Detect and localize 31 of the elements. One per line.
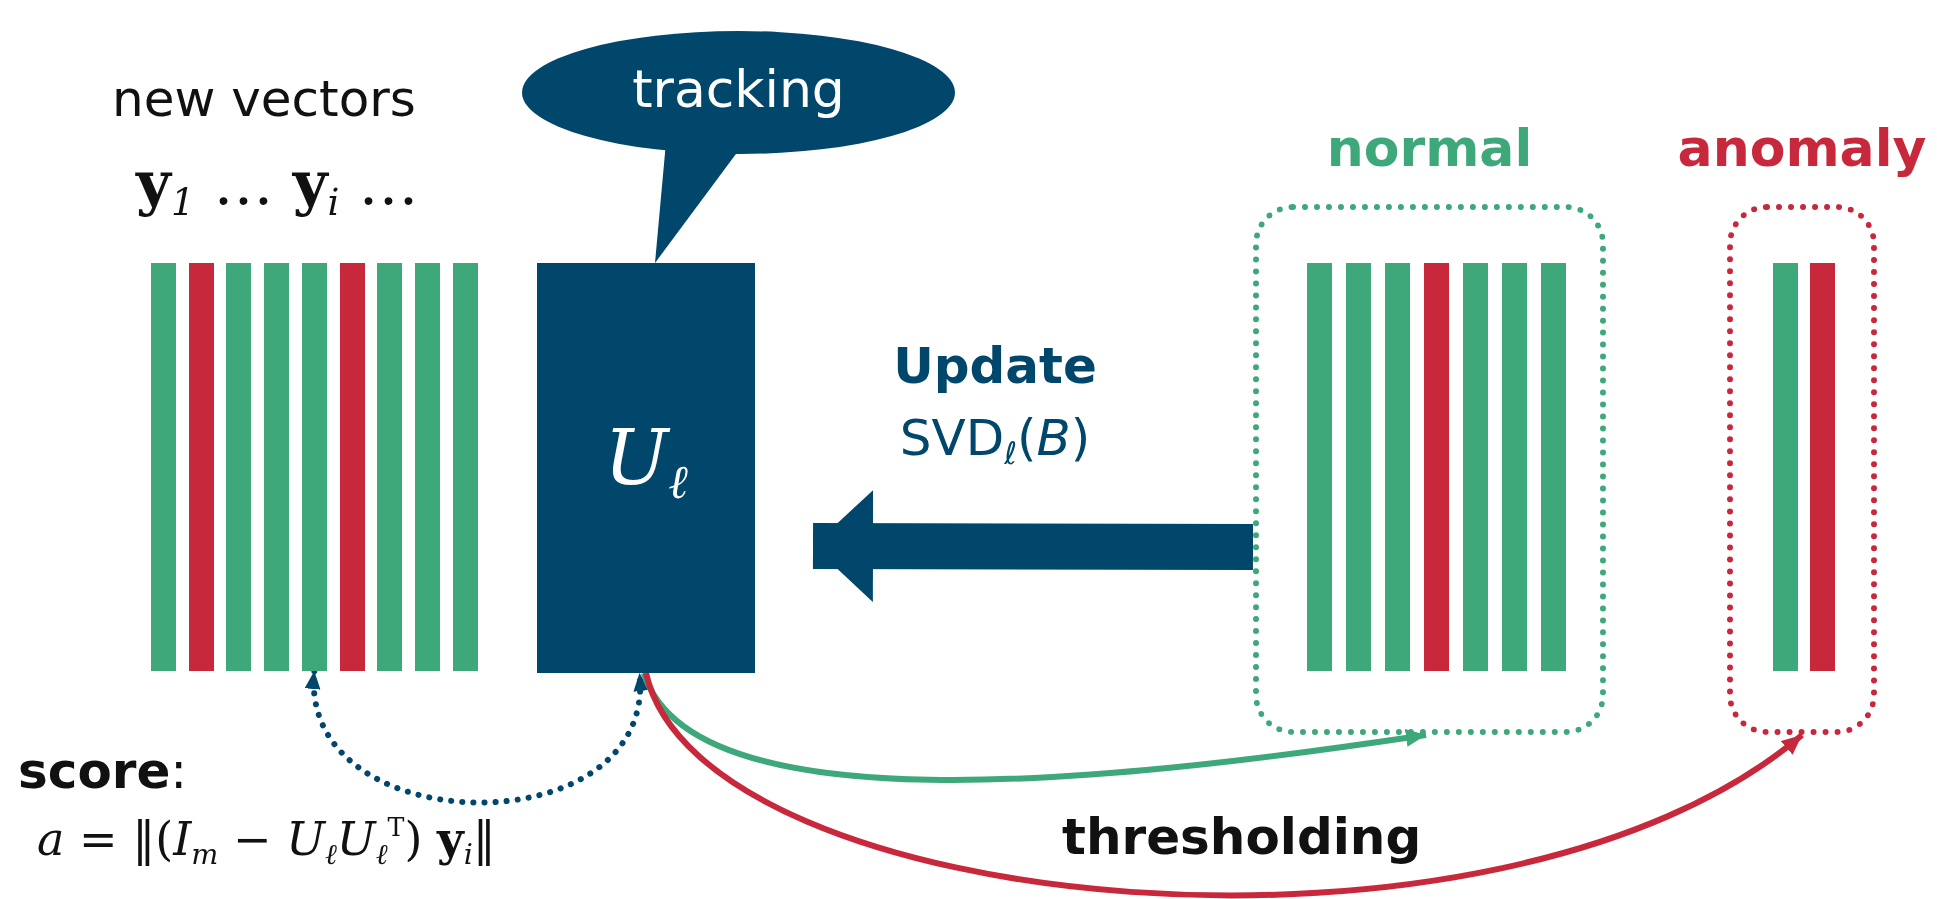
vector-bar: [1502, 263, 1527, 671]
matrix-box: [537, 263, 755, 673]
edge-label: Update SVD$_{ℓ}$(B): [892, 336, 1098, 474]
vector-bar: [301, 263, 327, 671]
vector-bar: [452, 263, 478, 671]
vector-bar: [264, 263, 290, 671]
vector-bar: [151, 263, 176, 671]
matrix-symbol: U$_{ℓ}$: [603, 413, 689, 510]
vector-bar: [339, 263, 365, 671]
score-label: score:: [18, 742, 188, 800]
group-heading: anomaly: [1676, 118, 1928, 178]
thresholding-label: thresholding: [1062, 808, 1422, 866]
vector-bar: [1385, 263, 1410, 671]
vector-bar: [1424, 263, 1449, 671]
curved-arrow: [643, 671, 1804, 899]
vector-bar: [377, 263, 403, 671]
vector-bar: [188, 263, 214, 671]
bubble-label: tracking: [631, 59, 846, 119]
vector-bar: [1307, 263, 1332, 671]
vector-bar: [1346, 263, 1371, 671]
vector-bar: [226, 263, 252, 671]
vector-bar: [1541, 263, 1566, 671]
vector-bar: [1463, 263, 1488, 671]
block-arrow: [812, 490, 1254, 603]
curved-arrow: [641, 671, 1427, 783]
heading-text: new vectors: [112, 70, 416, 128]
vector-labels: y$_{1}$ … y$_{i}$ …: [136, 148, 419, 225]
score-formula: a = ‖(I$_{m}$ − U$_{ℓ}$U$_{ℓ}$$^{T}$) y$_{i}$‖: [37, 812, 496, 871]
vector-bar: [1810, 263, 1835, 671]
vector-bar: [1773, 263, 1798, 671]
vector-bar: [414, 263, 440, 671]
